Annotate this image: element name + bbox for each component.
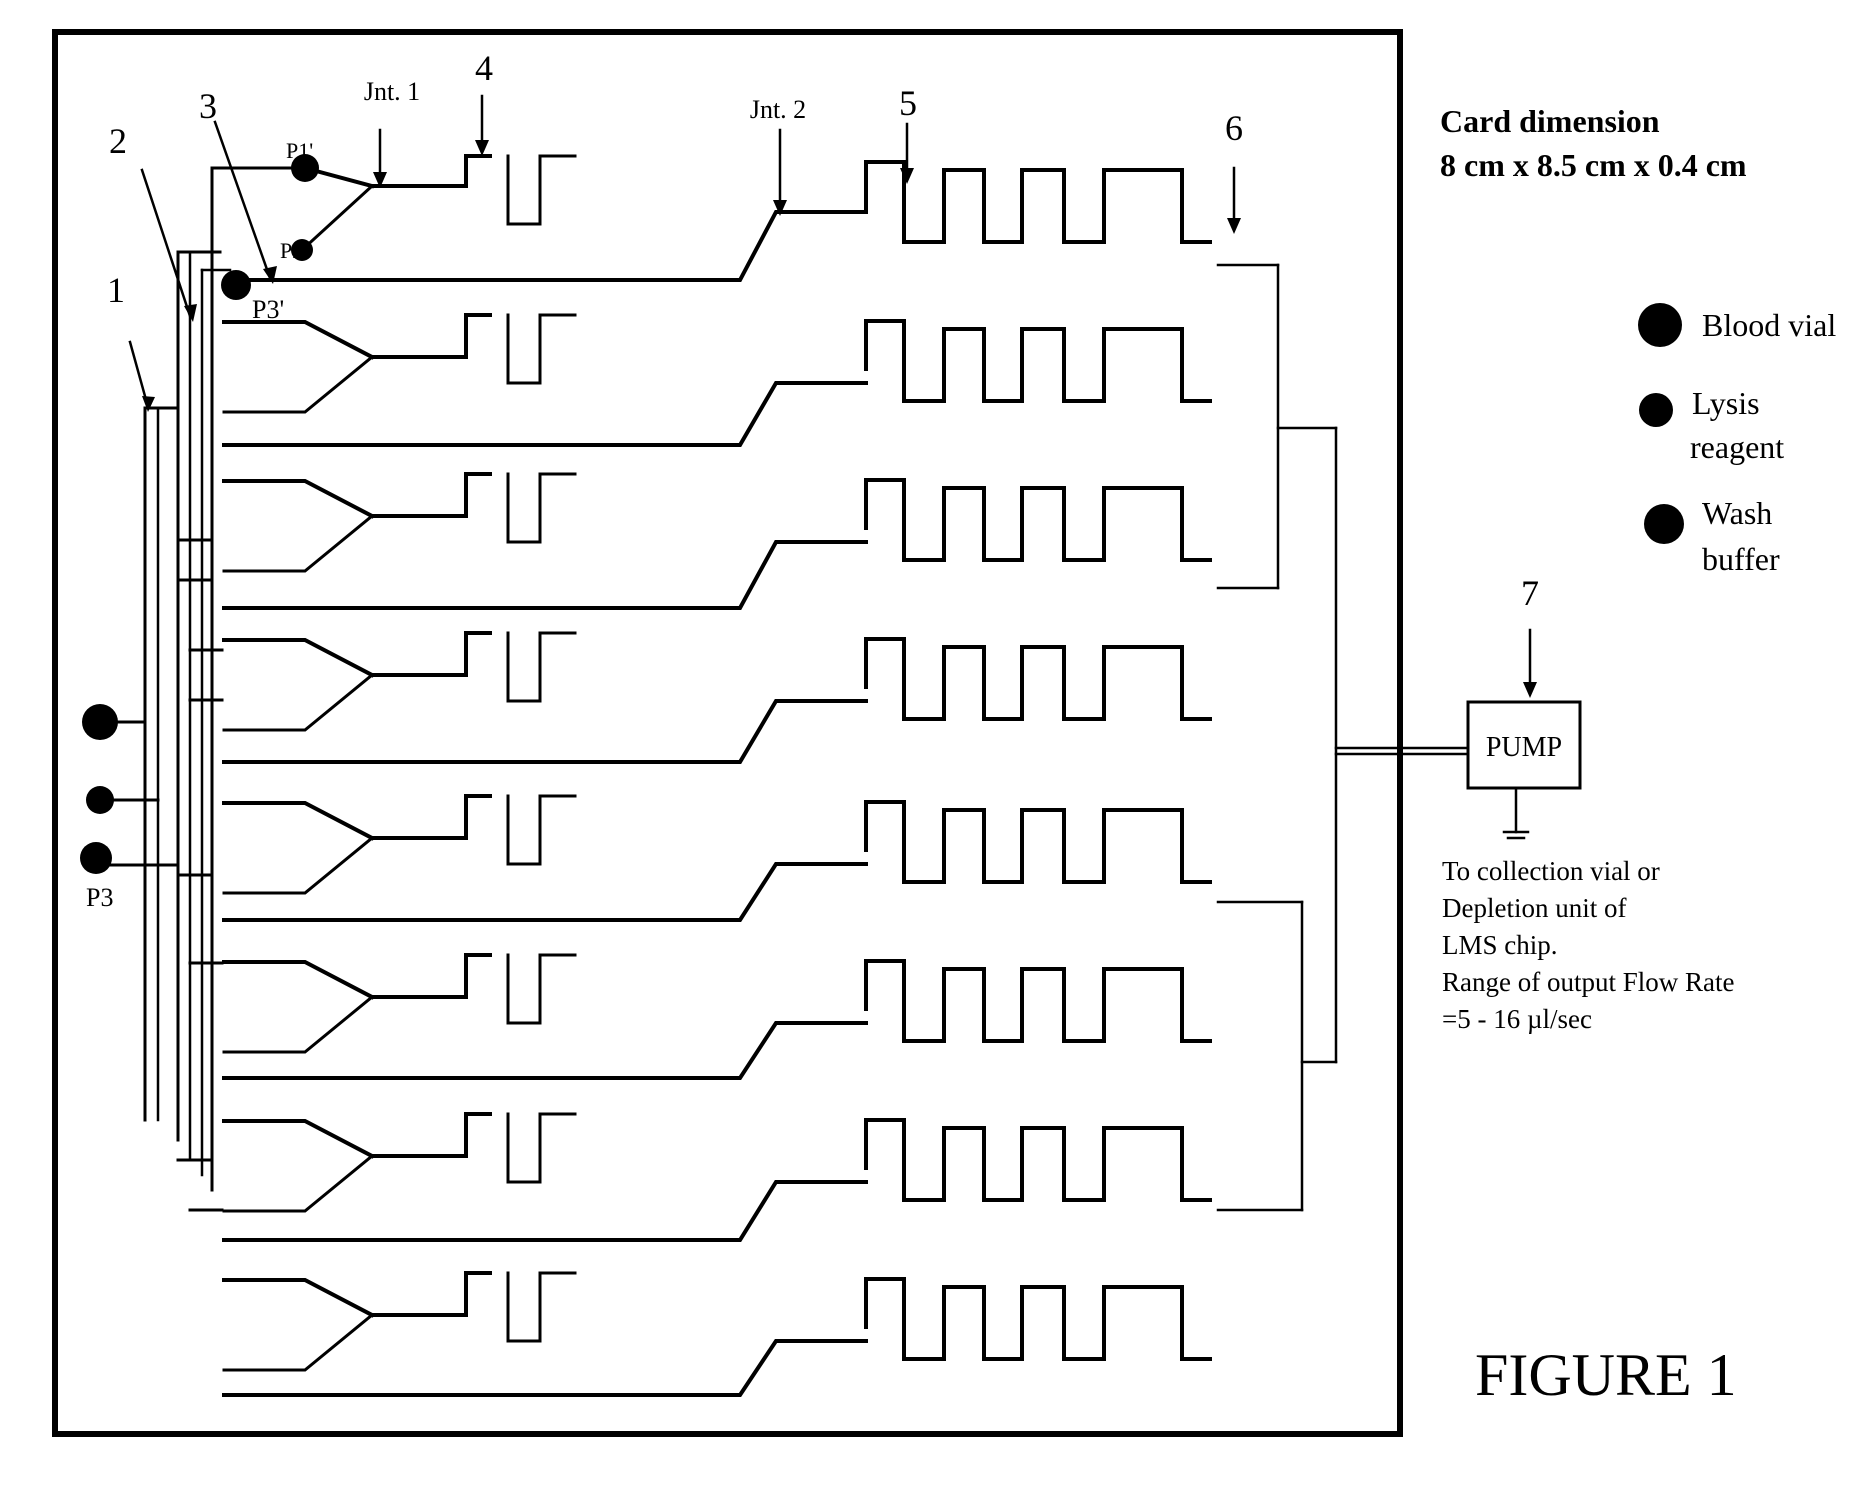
delay-loop-6	[508, 955, 575, 1023]
funnel-upper-4	[224, 640, 372, 675]
funnel-upper-3	[224, 481, 372, 516]
callout-5: 5	[899, 83, 917, 123]
mixing-channel-3	[224, 542, 866, 608]
legend-wash-buffer-icon	[1644, 504, 1684, 544]
delay-loop-3	[508, 474, 575, 542]
inlet-channel-2	[372, 315, 490, 357]
serpentine-mixer-5	[866, 802, 1210, 882]
inlet-channel-5	[372, 796, 490, 838]
serpentine-mixer-4	[866, 639, 1210, 719]
junction-1-label: Jnt. 1	[364, 77, 420, 106]
serpentine-mixer-3	[866, 480, 1210, 560]
delay-loop-7	[508, 1114, 575, 1182]
funnel-lower-1	[302, 186, 372, 250]
serpentine-mixer-8	[866, 1279, 1210, 1359]
junction-2-label: Jnt. 2	[750, 95, 806, 124]
legend-lysis-reagent-label-2: reagent	[1690, 429, 1784, 465]
funnel-lower-6	[224, 997, 372, 1052]
delay-loop-2	[508, 315, 575, 383]
delay-loop-5	[508, 796, 575, 864]
output-note-line-3: LMS chip.	[1442, 930, 1558, 960]
funnel-lower-5	[224, 838, 372, 893]
mixing-channel-2	[224, 383, 866, 445]
output-note-line-1: To collection vial or	[1442, 856, 1660, 886]
funnel-lower-3	[224, 516, 372, 571]
p3prime-label: P3'	[252, 295, 284, 324]
funnel-upper-2	[224, 322, 372, 357]
output-note: To collection vial or Depletion unit of …	[1442, 856, 1734, 1034]
funnel-lower-8	[224, 1315, 372, 1370]
callout-3: 3	[199, 86, 217, 126]
funnel-lower-7	[224, 1156, 372, 1211]
delay-loop-1	[508, 156, 575, 224]
mixing-channel-7	[224, 1182, 866, 1240]
legend-lysis-reagent-icon	[1639, 393, 1673, 427]
reservoir-p1-main	[82, 704, 118, 740]
delay-loop-8	[508, 1273, 575, 1341]
inlet-channel-1	[372, 156, 490, 186]
legend: Blood vial Lysis reagent Wash buffer	[1638, 303, 1836, 577]
funnel-upper-6	[224, 962, 372, 997]
serpentine-mixer-7	[866, 1120, 1210, 1200]
mixing-channel-5	[224, 864, 866, 920]
inlet-channel-7	[372, 1114, 490, 1156]
legend-wash-buffer-label-2: buffer	[1702, 541, 1780, 577]
inlet-manifold	[100, 168, 305, 1210]
legend-blood-vial-icon	[1638, 303, 1682, 347]
output-note-line-4: Range of output Flow Rate	[1442, 967, 1734, 997]
mixing-channel-6	[224, 1023, 866, 1078]
card-dimension-title: Card dimension	[1440, 103, 1660, 139]
legend-blood-vial-label: Blood vial	[1702, 307, 1836, 343]
mixing-channel-4	[224, 701, 866, 762]
funnel-upper-5	[224, 803, 372, 838]
pump-label: PUMP	[1486, 732, 1562, 763]
legend-wash-buffer-label-1: Wash	[1702, 495, 1772, 531]
funnel-lower-4	[224, 675, 372, 730]
reservoir-p2-main	[86, 786, 114, 814]
funnel-upper-8	[224, 1280, 372, 1315]
inlet-channel-4	[372, 633, 490, 675]
legend-lysis-reagent-label-1: Lysis	[1692, 385, 1760, 421]
funnel-lower-2	[224, 357, 372, 412]
inlet-channel-3	[372, 474, 490, 516]
output-note-line-2: Depletion unit of	[1442, 893, 1626, 923]
callout-2: 2	[109, 121, 127, 161]
channel-units	[224, 156, 1210, 1395]
delay-loop-4	[508, 633, 575, 701]
p3-label: P3	[86, 883, 113, 912]
callout-7: 7	[1521, 573, 1539, 613]
mixing-channel-8	[224, 1341, 866, 1395]
reservoir-p3prime	[221, 270, 251, 300]
card-dimension-value: 8 cm x 8.5 cm x 0.4 cm	[1440, 147, 1747, 183]
callout-4: 4	[475, 48, 493, 88]
serpentine-mixer-6	[866, 961, 1210, 1041]
callout-1: 1	[107, 270, 125, 310]
callout-6: 6	[1225, 108, 1243, 148]
figure-title: FIGURE 1	[1475, 1342, 1737, 1408]
p2-label: P2'	[280, 238, 307, 263]
inlet-channel-8	[372, 1273, 490, 1315]
serpentine-mixer-1	[866, 162, 1210, 242]
output-note-line-5: =5 - 16 µl/sec	[1442, 1004, 1592, 1034]
serpentine-mixer-2	[866, 321, 1210, 401]
p1-label: P1'	[286, 138, 313, 163]
reservoir-p3-main	[80, 842, 112, 874]
funnel-upper-7	[224, 1121, 372, 1156]
inlet-channel-6	[372, 955, 490, 997]
